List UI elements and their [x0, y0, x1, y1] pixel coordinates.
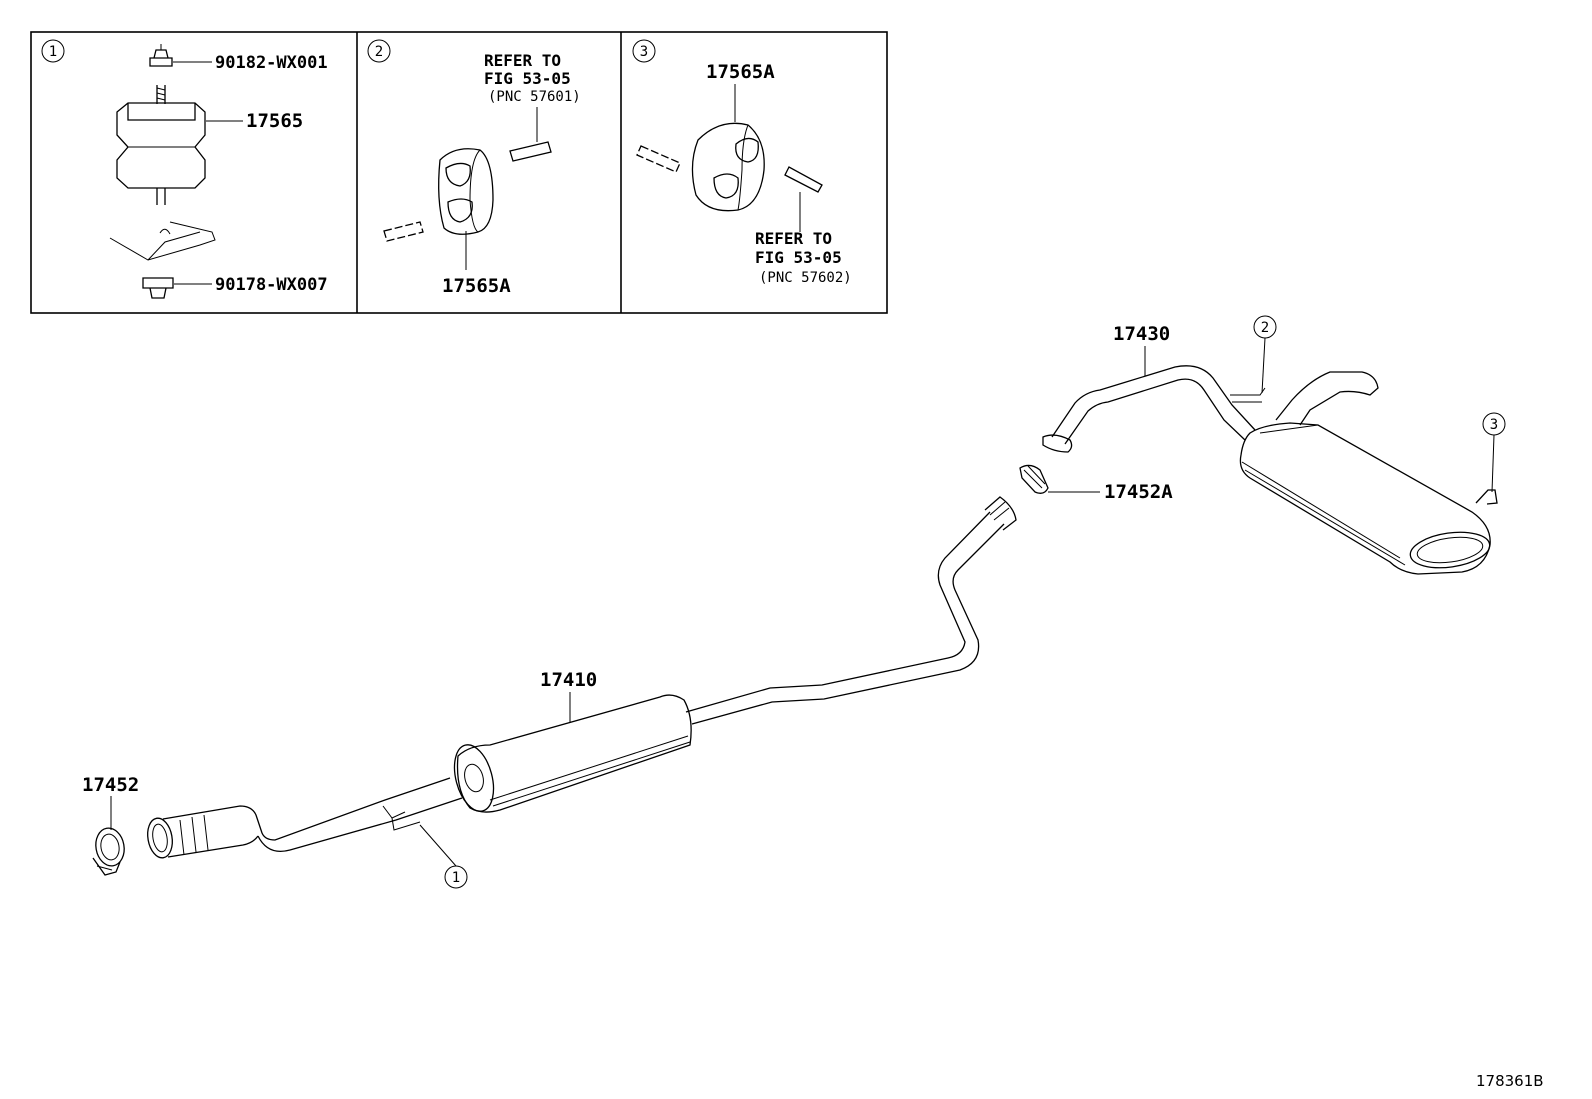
rubber-hanger-3-icon[interactable] — [691, 122, 765, 212]
gasket-icon[interactable] — [1019, 464, 1049, 494]
refer-text-3-line1: REFER TO — [755, 229, 832, 248]
callout-2-number: 2 — [1261, 320, 1269, 336]
callout-1-number: 1 — [452, 870, 460, 886]
refer-pnc: (PNC 57601) — [488, 89, 581, 105]
inset-3: 3 17565A REFER TO FIG 53-05 (PNC 57602) — [632, 39, 852, 286]
inset-frame — [30, 31, 888, 314]
refer-text-3-line2: FIG 53-05 — [755, 248, 842, 267]
inset-1-callout-circle — [41, 39, 65, 63]
figure-id: 178361B — [1476, 1072, 1544, 1090]
clamp-icon[interactable] — [92, 826, 127, 876]
inset-3-callout-circle — [632, 39, 656, 63]
inset-2-callout-circle — [367, 39, 391, 63]
hanger-rod-upper-icon — [509, 141, 552, 162]
refer-pnc-3: (PNC 57602) — [759, 270, 852, 286]
inset-1: 1 90182-WX001 17565 — [41, 39, 328, 299]
leader-callout-2 — [1261, 337, 1266, 394]
callout-1-circle — [444, 865, 468, 889]
tail-pipe-assembly[interactable] — [1042, 365, 1498, 575]
rubber-mount-icon[interactable] — [116, 85, 206, 205]
center-pipe-assembly[interactable] — [145, 496, 1017, 860]
hanger-rod-right-icon — [784, 166, 823, 193]
part-label-clamp[interactable]: 17452 — [82, 774, 139, 796]
part-label-center-pipe[interactable]: 17410 — [540, 669, 597, 691]
nut-top-icon[interactable] — [149, 44, 173, 67]
part-label-tail-pipe[interactable]: 17430 — [1113, 323, 1170, 345]
part-label-hanger-3[interactable]: 17565A — [706, 61, 775, 83]
hanger-rod-lower-icon — [383, 221, 424, 242]
inset-3-callout-number: 3 — [640, 44, 648, 60]
part-label-mount[interactable]: 17565 — [246, 110, 303, 132]
inset-2-callout-number: 2 — [375, 44, 383, 60]
part-label-hanger-2[interactable]: 17565A — [442, 275, 511, 297]
part-label-nut-bottom[interactable]: 90178-WX007 — [215, 275, 328, 295]
refer-text-line1: REFER TO — [484, 51, 561, 70]
leader-callout-1 — [419, 824, 457, 867]
inset-2: 2 REFER TO FIG 53-05 (PNC 57601) 17565A — [367, 39, 581, 297]
part-label-nut-top[interactable]: 90182-WX001 — [215, 53, 328, 73]
part-label-gasket[interactable]: 17452A — [1104, 481, 1173, 503]
inset-1-callout-number: 1 — [49, 44, 57, 60]
bracket-icon — [109, 221, 216, 261]
callout-3-number: 3 — [1490, 417, 1498, 433]
hanger-rod-left-icon — [636, 145, 681, 173]
leader-callout-3 — [1491, 434, 1495, 493]
refer-text-line2: FIG 53-05 — [484, 69, 571, 88]
inset-panels — [30, 31, 888, 314]
nut-bottom-icon[interactable] — [142, 277, 174, 299]
rubber-hanger-icon[interactable] — [438, 148, 494, 235]
